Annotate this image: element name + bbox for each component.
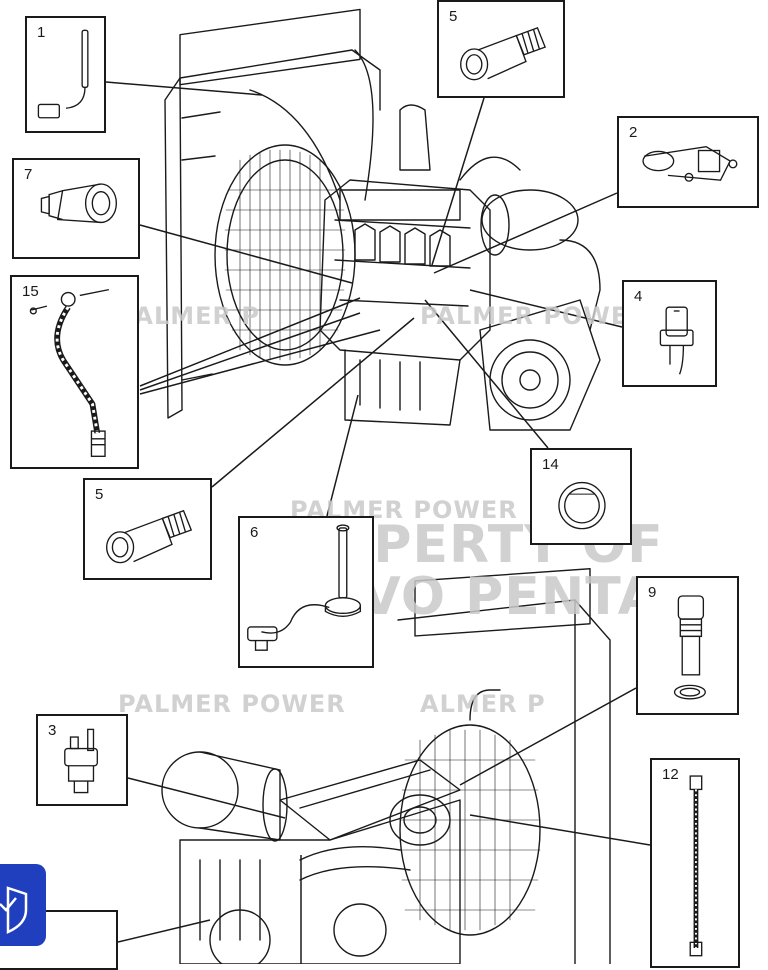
lower-engine-illustration: [161, 568, 611, 964]
map-sensor-icon: [642, 145, 738, 182]
watermark-palmer-right: PALMER POWER: [420, 302, 648, 330]
shield-badge[interactable]: [0, 864, 46, 946]
cable-probe-icon: [689, 775, 703, 957]
callout-number: 9: [648, 584, 657, 601]
callout-number: 6: [250, 524, 259, 541]
callout-number: 14: [542, 456, 559, 473]
watermark-palmer-lower-right: ALMER P: [420, 690, 546, 718]
connector-sensor-icon: [659, 306, 694, 375]
callout-12: 12: [650, 758, 740, 968]
shield-check-icon: [0, 886, 28, 934]
callout-14: 14: [530, 448, 632, 545]
callout-number: 5: [449, 8, 458, 25]
callout-number: 12: [662, 766, 679, 783]
callout-4: 4: [622, 280, 717, 387]
callout-15: 15: [10, 275, 139, 469]
callout-5-top: 5: [437, 0, 565, 98]
temperature-sensor-icon: [37, 29, 89, 119]
callout-number: 5: [95, 486, 104, 503]
stop-button-icon: [558, 481, 606, 530]
callout-1: 1: [25, 16, 106, 133]
level-sensor-icon: [247, 524, 362, 651]
callout-number: 15: [22, 283, 39, 300]
upper-engine-illustration: [164, 8, 601, 431]
callout-number: 3: [48, 722, 57, 739]
callout-number: 1: [37, 24, 46, 41]
speed-sensor-icon: [673, 595, 706, 700]
callout-7: 7: [12, 158, 140, 259]
callout-2: 2: [617, 116, 759, 208]
callout-number: 4: [634, 288, 643, 305]
cable-sensor-icon: [29, 288, 110, 457]
pressure-switch-icon: [40, 183, 118, 224]
callout-5-lower: 5: [83, 478, 212, 580]
callout-number: 7: [24, 166, 33, 183]
watermark-palmer-lower-left: PALMER POWER: [118, 690, 346, 718]
pressure-sensor-icon: [105, 509, 193, 564]
callout-number: 2: [629, 124, 638, 141]
fuel-pressure-sensor-icon: [64, 728, 98, 794]
callout-3: 3: [36, 714, 128, 806]
watermark-palmer-left: PALMER P: [118, 302, 260, 330]
callout-6: 6: [238, 516, 374, 668]
leader-lines: [105, 81, 651, 964]
callout-9: 9: [636, 576, 739, 715]
pressure-sensor-icon: [460, 27, 547, 81]
